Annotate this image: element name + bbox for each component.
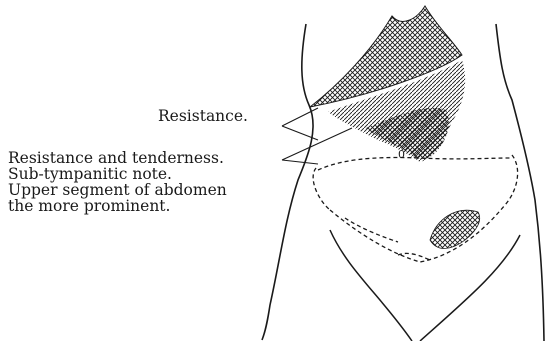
label-sub-tympanitic: Sub-tympanitic note. (8, 166, 227, 182)
label-more-prominent: the more prominent. (8, 198, 227, 214)
label-tenderness-block: Resistance and tenderness. Sub-tympaniti… (8, 150, 227, 214)
label-resistance: Resistance. (158, 108, 248, 124)
leg-lines (330, 230, 520, 341)
leader-tenderness (282, 128, 352, 164)
dashed-boundaries (313, 155, 517, 262)
label-upper-segment: Upper segment of abdomen (8, 182, 227, 198)
label-resistance-tenderness: Resistance and tenderness. (8, 150, 227, 166)
umbilicus-mark: 0 (398, 148, 405, 161)
lower-hatched-region (430, 210, 480, 248)
